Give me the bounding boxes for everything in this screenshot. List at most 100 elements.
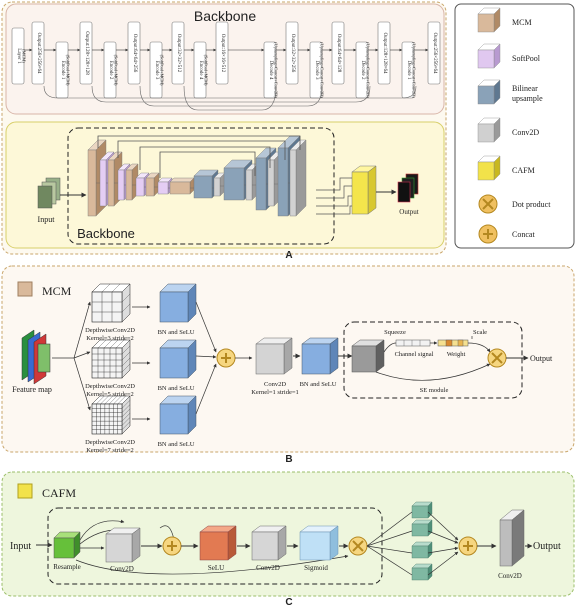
- encoder-box-6: Output:64×64×256: [127, 21, 141, 85]
- mcm-output-label: Output: [530, 354, 553, 363]
- backbone-label: Backbone: [77, 226, 135, 241]
- cafm-conv2d-3-label: Conv2D: [498, 572, 522, 580]
- decoder-box-4: Output:64×64×128: [331, 21, 345, 85]
- backbone-skip-arc: [43, 85, 417, 99]
- cafm-dot-product: [348, 536, 368, 556]
- resample-block: [53, 531, 81, 559]
- decoder-row: Decode 4(Upsampling+Concat+Conv2D) Output…: [43, 21, 441, 111]
- se-input-block: [351, 339, 385, 373]
- se-scale-label: Scale: [473, 329, 487, 336]
- decoder-box-6: Output:128×128×64: [377, 21, 391, 85]
- se-dot-product: [487, 348, 507, 368]
- input-image-stack: [37, 177, 61, 209]
- legend-label: Concat: [512, 230, 535, 239]
- decoder-box-8-title: Output:256×256×64: [432, 33, 437, 74]
- legend-swatch: [477, 49, 495, 69]
- encoder-box-1: Layer 1(MCM): [11, 27, 27, 85]
- cafm-title-swatch: [17, 483, 33, 499]
- decoder-box-2-title: Output:32×32×256: [290, 34, 295, 73]
- panel-c: CAFM Input Resample Conv2D: [1, 471, 575, 608]
- depthwise-conv-kernel-3: [91, 283, 131, 323]
- cafm-plus-2: [458, 536, 478, 556]
- legend-label: CAFM: [512, 166, 535, 175]
- feature-map-fanout: [52, 301, 91, 411]
- decoder-box-7-sub: (Upsampling+Concat+Conv2D): [412, 42, 417, 98]
- decoder-box-1-sub: (Upsampling+Concat+Conv2D): [274, 42, 279, 98]
- mcm-merge-lines: [195, 301, 253, 415]
- encoder-box-10-title: Output:16×16×512: [220, 34, 225, 73]
- cafm-sigmoid-label: Sigmoid: [304, 564, 328, 572]
- legend-item-cafm: CAFM: [477, 155, 535, 181]
- feature-map-stack: [21, 329, 51, 385]
- legend-item-dot-product: Dot product: [478, 194, 551, 214]
- decoder-box-5-sub: (Upsampling+Concat+Conv2D): [366, 42, 371, 98]
- panel-b-title: MCM: [42, 284, 72, 298]
- legend-label: Dot product: [512, 200, 551, 209]
- panel-b: MCM Feature map DepthwiseConv2DKernel=3 …: [1, 265, 575, 465]
- se-module-label: SE module: [420, 387, 449, 394]
- mcm-bn-label: BN and SeLU: [300, 381, 337, 388]
- mcm-block-5: [169, 177, 195, 195]
- cafm-selu-block: [199, 525, 237, 561]
- se-weight-bar: [437, 339, 469, 347]
- se-channel-signal-bar: [395, 339, 431, 347]
- decoder-box-8: Output:256×256×64: [427, 21, 441, 85]
- decoder-box-3-sub: (Upsampling+Concat+Conv2D): [320, 42, 325, 98]
- cafm-split-lines: [366, 511, 459, 576]
- cafm-conv2d-2-label: Conv2D: [256, 564, 280, 572]
- bn-selu-label: BN and SeLU: [158, 441, 195, 448]
- legend-swatch: [477, 13, 495, 33]
- se-channel-signal-label: Channel signal: [395, 351, 434, 358]
- bn-selu-block: [159, 395, 197, 435]
- depthwise-conv-params: Kernel=7 stride=2: [86, 447, 134, 454]
- resample-label: Resample: [53, 563, 81, 571]
- backbone-title: Backbone: [194, 8, 256, 24]
- mcm-title-swatch: [17, 281, 33, 297]
- cafm-conv2d-1: [105, 527, 141, 563]
- panel-c-frame: [1, 471, 575, 597]
- decoder-box-5: Decode 2(Upsampling+Concat+Conv2D): [355, 41, 371, 99]
- cafm-selu-label: SeLU: [208, 564, 224, 572]
- backbone-skip-arc: [91, 85, 371, 103]
- legend-swatch: [477, 161, 495, 181]
- encoder-box-6-title: Output:64×64×256: [132, 34, 137, 73]
- decoder-box-3: Decode 3(Upsampling+Concat+Conv2D): [309, 41, 325, 99]
- encoder-box-9-sub: (SoftPool+MCM): [204, 55, 209, 86]
- encoder-box-2: Output:256×256×64: [31, 21, 45, 85]
- decoder-box-4-title: Output:64×64×128: [336, 34, 341, 73]
- decoder-box-7-title: Decode 1: [406, 60, 411, 80]
- legend-item-conv2d: Conv2D: [477, 117, 539, 143]
- depthwise-conv-label: DepthwiseConv2D: [85, 327, 135, 334]
- encoder-box-3-sub: (SoftPool+MCM): [66, 55, 71, 86]
- legend-item-softpool: SoftPool: [477, 43, 541, 69]
- encoder-box-4-title: Output:128×128×128: [84, 31, 89, 75]
- output-label: Output: [399, 208, 419, 216]
- cafm-block: [351, 165, 377, 215]
- unet-blocks: [87, 135, 307, 217]
- output-image-stack: [397, 173, 419, 203]
- cafm-split-block-1: [411, 501, 433, 519]
- cafm-output-label: Output: [533, 541, 561, 552]
- cafm-conv2d-3: [499, 509, 525, 567]
- legend-swatch: [477, 123, 495, 143]
- mcm-bn-block: [301, 337, 339, 375]
- decoder-box-1: Decode 4(Upsampling+Concat+Conv2D): [263, 41, 279, 99]
- se-weight-label: Weight: [447, 351, 466, 358]
- encoder-box-4: Output:128×128×128: [79, 21, 93, 85]
- se-squeeze-label: Squeeze: [384, 329, 406, 336]
- depthwise-conv-kernel-7: [91, 395, 131, 435]
- input-label: Input: [38, 215, 56, 224]
- panel-b-label: B: [285, 454, 292, 465]
- depthwise-conv-label: DepthwiseConv2D: [85, 439, 135, 446]
- encoder-box-8: Output:32×32×512: [171, 21, 185, 85]
- bn-selu-block: [159, 339, 197, 379]
- legend-label: Conv2D: [512, 128, 539, 137]
